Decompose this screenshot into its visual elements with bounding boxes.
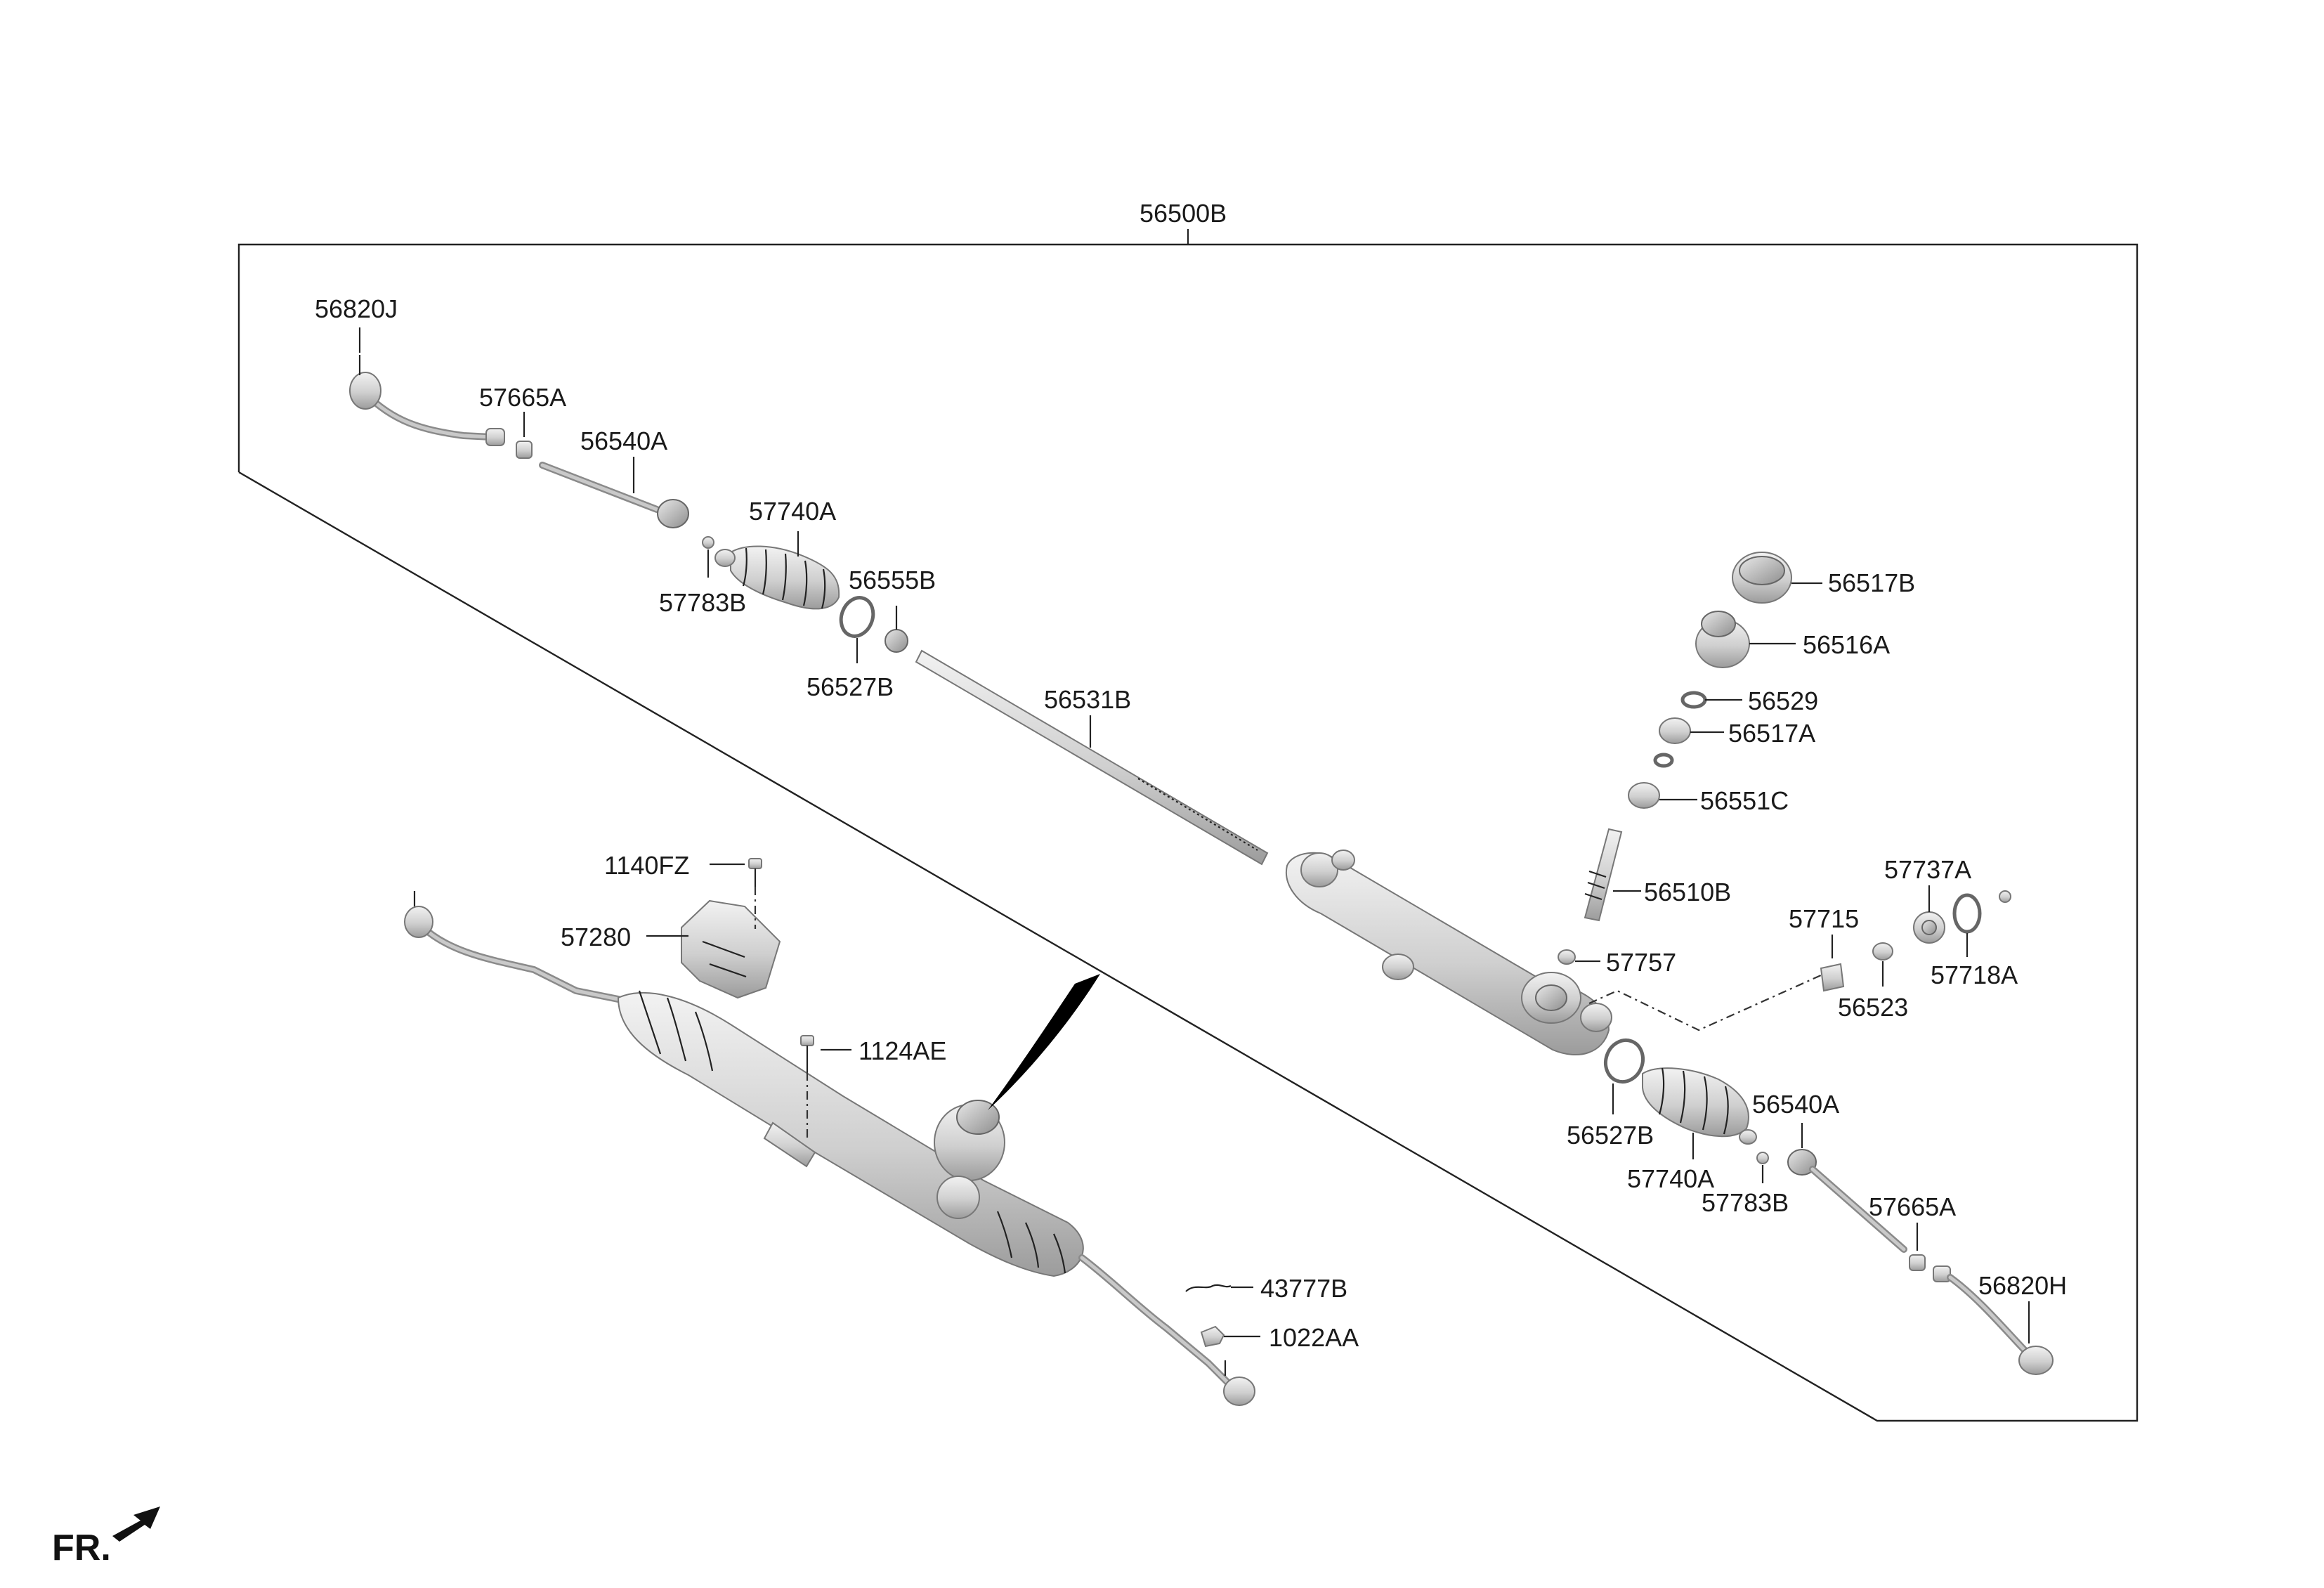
label-split-pin[interactable]: 43777B <box>1260 1274 1347 1303</box>
front-label: FR. <box>52 1528 111 1568</box>
lock-nut-right <box>1909 1254 1926 1271</box>
assembly-frame <box>237 229 2139 1422</box>
label-inner-ball-joint-left[interactable]: 56540A <box>580 427 667 455</box>
front-arrow-icon <box>112 1506 160 1542</box>
callout-wedge <box>988 974 1100 1110</box>
label-nut[interactable]: 1022AA <box>1269 1323 1359 1352</box>
yoke-plug <box>1732 552 1792 604</box>
nut <box>1200 1325 1225 1348</box>
label-bolt-lower[interactable]: 1124AE <box>859 1036 946 1065</box>
label-cap-small[interactable]: 57757 <box>1606 948 1676 977</box>
front-marker: FR. <box>52 1506 160 1568</box>
band-left <box>839 596 875 638</box>
bolt-upper <box>748 858 762 929</box>
o-ring <box>1952 890 2011 934</box>
label-tie-rod-end-left[interactable]: 56820J <box>315 294 398 323</box>
tie-rod-end-left <box>349 355 505 446</box>
label-yoke-spring[interactable]: 56523 <box>1838 993 1908 1022</box>
label-bolt-upper[interactable]: 1140FZ <box>604 851 689 880</box>
label-o-ring[interactable]: 57718A <box>1931 961 2018 989</box>
label-band-left[interactable]: 56527B <box>807 672 894 701</box>
yoke-spring <box>1872 942 1893 961</box>
label-clip-left[interactable]: 57783B <box>659 588 746 617</box>
label-bellows-left[interactable]: 57740A <box>749 497 836 526</box>
label-tie-rod-end-right[interactable]: 56820H <box>1978 1271 2067 1300</box>
label-yoke-plug-b[interactable]: 57737A <box>1884 855 1971 884</box>
label-bushing[interactable]: 56555B <box>849 566 936 594</box>
label-clip-right[interactable]: 57783B <box>1702 1188 1789 1217</box>
split-pin <box>1185 1284 1232 1292</box>
rack-housing <box>1285 850 1612 1056</box>
support-yoke <box>1820 963 1845 992</box>
leader-lines <box>358 327 2030 1343</box>
rack-bar <box>915 649 1269 866</box>
label-inner-ball-joint-right[interactable]: 56540A <box>1752 1090 1839 1119</box>
label-rack[interactable]: 56531B <box>1044 685 1131 714</box>
label-bearing[interactable]: 56551C <box>1700 786 1789 815</box>
band-right <box>1604 1038 1645 1084</box>
label-snap-ring[interactable]: 56529 <box>1748 686 1818 715</box>
bolt-lower <box>800 1035 814 1138</box>
inner-ball-joint-left <box>539 462 689 528</box>
assembled-gear <box>404 891 1255 1406</box>
label-yoke-plug[interactable]: 56517B <box>1828 568 1915 597</box>
bracket <box>681 899 781 999</box>
label-lock-nut-right[interactable]: 57665A <box>1869 1192 1956 1221</box>
plug <box>1653 717 1691 768</box>
label-yoke[interactable]: 56516A <box>1803 630 1890 659</box>
label-bracket[interactable]: 57280 <box>561 923 631 951</box>
label-band-right[interactable]: 56527B <box>1567 1121 1654 1150</box>
label-support-yoke[interactable]: 57715 <box>1789 904 1859 933</box>
alignment-line <box>1588 974 1822 1031</box>
bellows-right <box>1642 1067 1757 1145</box>
tie-rod-end-right <box>1933 1265 2054 1375</box>
snap-ring <box>1680 691 1707 709</box>
label-assembly[interactable]: 56500B <box>1140 199 1227 228</box>
label-lock-nut-left[interactable]: 57665A <box>479 383 566 412</box>
label-bellows-right[interactable]: 57740A <box>1627 1164 1714 1193</box>
yoke-plug-b <box>1913 911 1945 944</box>
clip-left <box>702 536 714 549</box>
bearing <box>1628 782 1660 809</box>
inner-ball-joint-right <box>1787 1149 1907 1253</box>
part-labels: 56500B 56820J 57665A 56540A 57740A 57783… <box>315 199 2067 1352</box>
clip-right <box>1756 1152 1769 1164</box>
lock-nut-left <box>516 441 533 459</box>
pinion-shaft <box>1584 828 1623 922</box>
bellows-left <box>714 545 840 610</box>
bushing <box>884 629 908 653</box>
label-plug[interactable]: 56517A <box>1728 719 1815 748</box>
label-pinion[interactable]: 56510B <box>1644 878 1731 906</box>
yoke <box>1695 611 1750 668</box>
cap-small <box>1558 949 1576 965</box>
